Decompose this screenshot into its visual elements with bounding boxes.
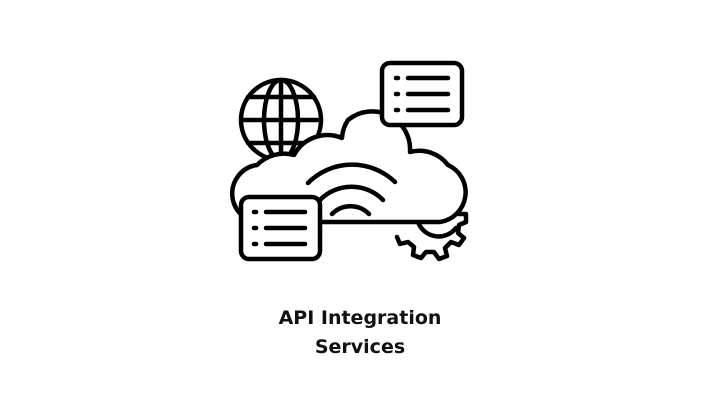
caption-title-line1: API Integration [278,307,442,329]
server-list-icon-bottom [238,194,323,262]
globe-icon [238,77,324,163]
caption-title-line2: Services [314,336,406,358]
wifi-icon [305,162,398,217]
server-list-icon-top [379,60,465,128]
